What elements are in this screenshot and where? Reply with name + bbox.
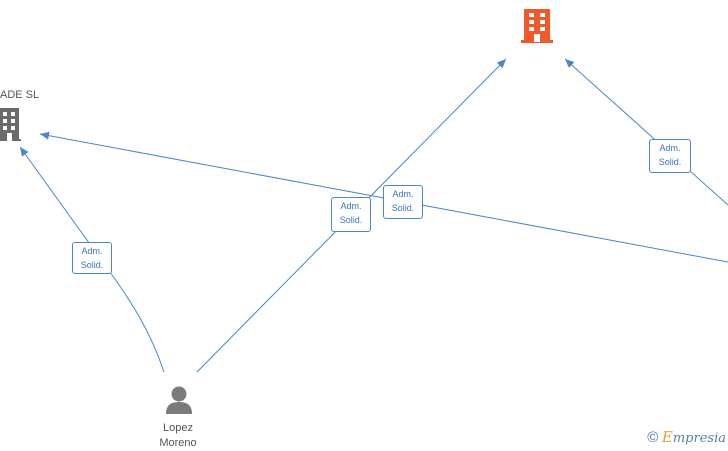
edge-role-line1: Adm. — [392, 189, 414, 199]
copyright-symbol: © — [647, 429, 659, 446]
person-label-line2: Moreno — [159, 437, 197, 449]
edge-role-line1: Adm. — [659, 143, 681, 153]
edge-role-line2: Solid. — [339, 215, 363, 225]
edge-role-label[interactable]: Adm. Solid. — [72, 242, 112, 274]
edge-role-line2: Solid. — [391, 203, 415, 213]
edge-role-line2: Solid. — [80, 260, 104, 270]
empresia-watermark: © Empresia — [647, 428, 726, 446]
edge-role-line1: Adm. — [340, 201, 362, 211]
building-icon[interactable] — [521, 9, 553, 43]
person-label[interactable]: Lopez Moreno — [150, 421, 206, 451]
edge-line-person-to-company-left — [19, 146, 165, 373]
edge-role-line2: Solid. — [658, 157, 682, 167]
edge-role-label[interactable]: Adm. Solid. — [649, 139, 691, 173]
company-left-label[interactable]: ADE SL — [0, 89, 40, 101]
brand-name: mpresia — [672, 431, 726, 446]
person-icon[interactable] — [166, 386, 192, 415]
edge-line-right-to-company-top — [564, 58, 728, 206]
person-label-line1: Lopez — [163, 422, 193, 434]
building-icon[interactable] — [0, 108, 21, 141]
edge-role-label[interactable]: Adm. Solid. — [331, 197, 371, 232]
edge-role-label[interactable]: Adm. Solid. — [383, 185, 423, 219]
edge-role-line1: Adm. — [81, 246, 103, 256]
brand-initial: E — [661, 428, 673, 446]
